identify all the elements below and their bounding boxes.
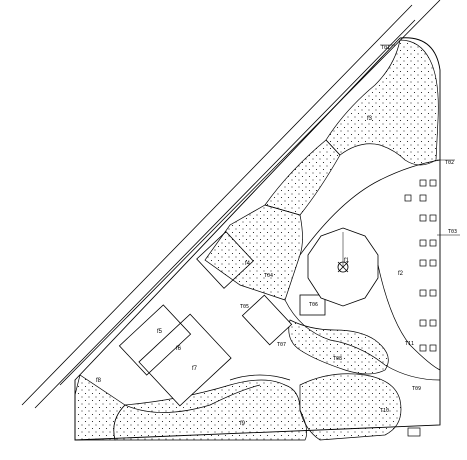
planting-bed-south — [113, 379, 307, 441]
annotation-label: T10 — [380, 408, 389, 414]
zone-label: f4 — [245, 261, 251, 267]
building-b — [118, 304, 192, 376]
annotation-label: T03 — [448, 229, 457, 235]
planting-beds — [74, 39, 439, 441]
annotation-label: T05 — [240, 304, 249, 310]
building-d — [196, 231, 254, 289]
leader-lines — [342, 44, 460, 267]
annotation-label: T08 — [333, 356, 342, 362]
zone-label: f3 — [367, 116, 373, 122]
annotation-label: T07 — [277, 342, 286, 348]
annotation-label: T06 — [309, 302, 318, 308]
boundary-road-lines — [21, 0, 441, 409]
annotation-label: T09 — [412, 386, 421, 392]
annotation-label: T11 — [405, 341, 414, 347]
paths — [124, 159, 441, 413]
zone-label: f7 — [192, 366, 198, 372]
zone-label: f2 — [398, 271, 404, 277]
annotation-labels: T01 T02 T03 T04 T05 T06 T07 T08 T09 T10 … — [240, 45, 457, 414]
zone-label: f5 — [157, 329, 163, 335]
planting-bed-middle — [264, 139, 341, 216]
zone-label: f9 — [240, 421, 246, 427]
building-c — [241, 294, 293, 346]
buildings — [118, 231, 326, 407]
planting-bed-north — [325, 39, 439, 166]
annotation-label: T04 — [264, 273, 273, 279]
site-boundary — [74, 37, 441, 441]
annotation-label: T01 — [381, 45, 390, 51]
planting-bed-east-lower — [288, 319, 389, 375]
zone-label: f8 — [96, 378, 102, 384]
building-a — [138, 313, 232, 407]
annotation-label: T02 — [445, 160, 454, 166]
zone-label: f1 — [344, 258, 350, 264]
building-e — [299, 294, 326, 316]
zone-label: f6 — [176, 346, 182, 352]
planting-bed-southeast — [299, 373, 402, 441]
zone-labels: f1 f2 f3 f4 f5 f6 f7 f8 f9 — [96, 116, 404, 427]
parking-markers — [404, 179, 437, 437]
planting-bed-west — [204, 204, 303, 301]
